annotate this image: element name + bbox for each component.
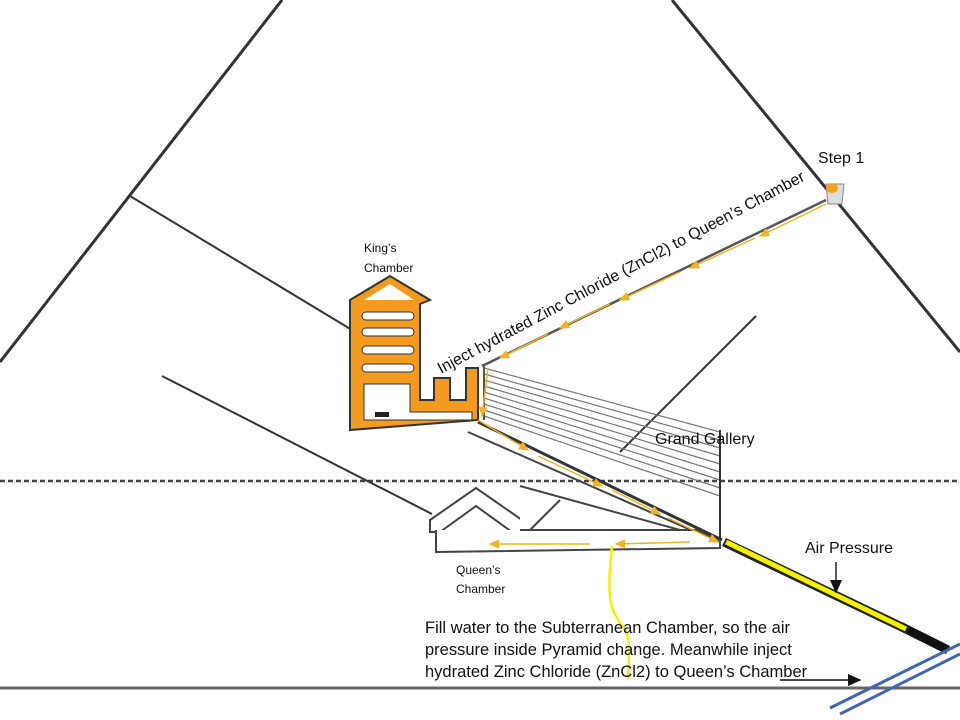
- air-pressure-fill: [724, 539, 908, 632]
- pyramid-left-edge: [0, 0, 284, 363]
- queens-chamber: [429, 485, 721, 554]
- ascending-passage-lower: [467, 431, 701, 535]
- queens-south-shaft: [619, 315, 757, 453]
- note-line-1: Fill water to the Subterranean Chamber, …: [425, 619, 791, 637]
- grand-gallery-label: Grand Gallery: [655, 431, 755, 448]
- zncl2-flow-arrows: [477, 203, 827, 549]
- pyramid-right-edge: [670, 0, 960, 353]
- note-line-3: hydrated Zinc Chloride (ZnCl2) to Queen’…: [425, 663, 808, 681]
- water-fill-line: [608, 545, 631, 681]
- grand-gallery: [483, 366, 721, 540]
- note-line-2: pressure inside Pyramid change. Meanwhil…: [425, 641, 792, 659]
- subterranean-passage: [829, 642, 960, 716]
- bucket-icon: [825, 183, 845, 205]
- queens-north-shaft: [161, 375, 433, 515]
- kings-chamber-label-2: Chamber: [364, 261, 413, 275]
- inject-path-label: Inject hydrated Zinc Chloride (ZnCl2) to…: [435, 168, 808, 377]
- air-pressure-label: Air Pressure: [805, 540, 893, 557]
- queens-chamber-label-2: Chamber: [456, 582, 505, 596]
- step1-label: Step 1: [818, 150, 864, 167]
- kings-chamber-label-1: King’s: [364, 241, 396, 255]
- kings-north-shaft: [129, 195, 353, 331]
- kings-chamber: [349, 274, 479, 432]
- queens-chamber-label-1: Queen’s: [456, 563, 500, 577]
